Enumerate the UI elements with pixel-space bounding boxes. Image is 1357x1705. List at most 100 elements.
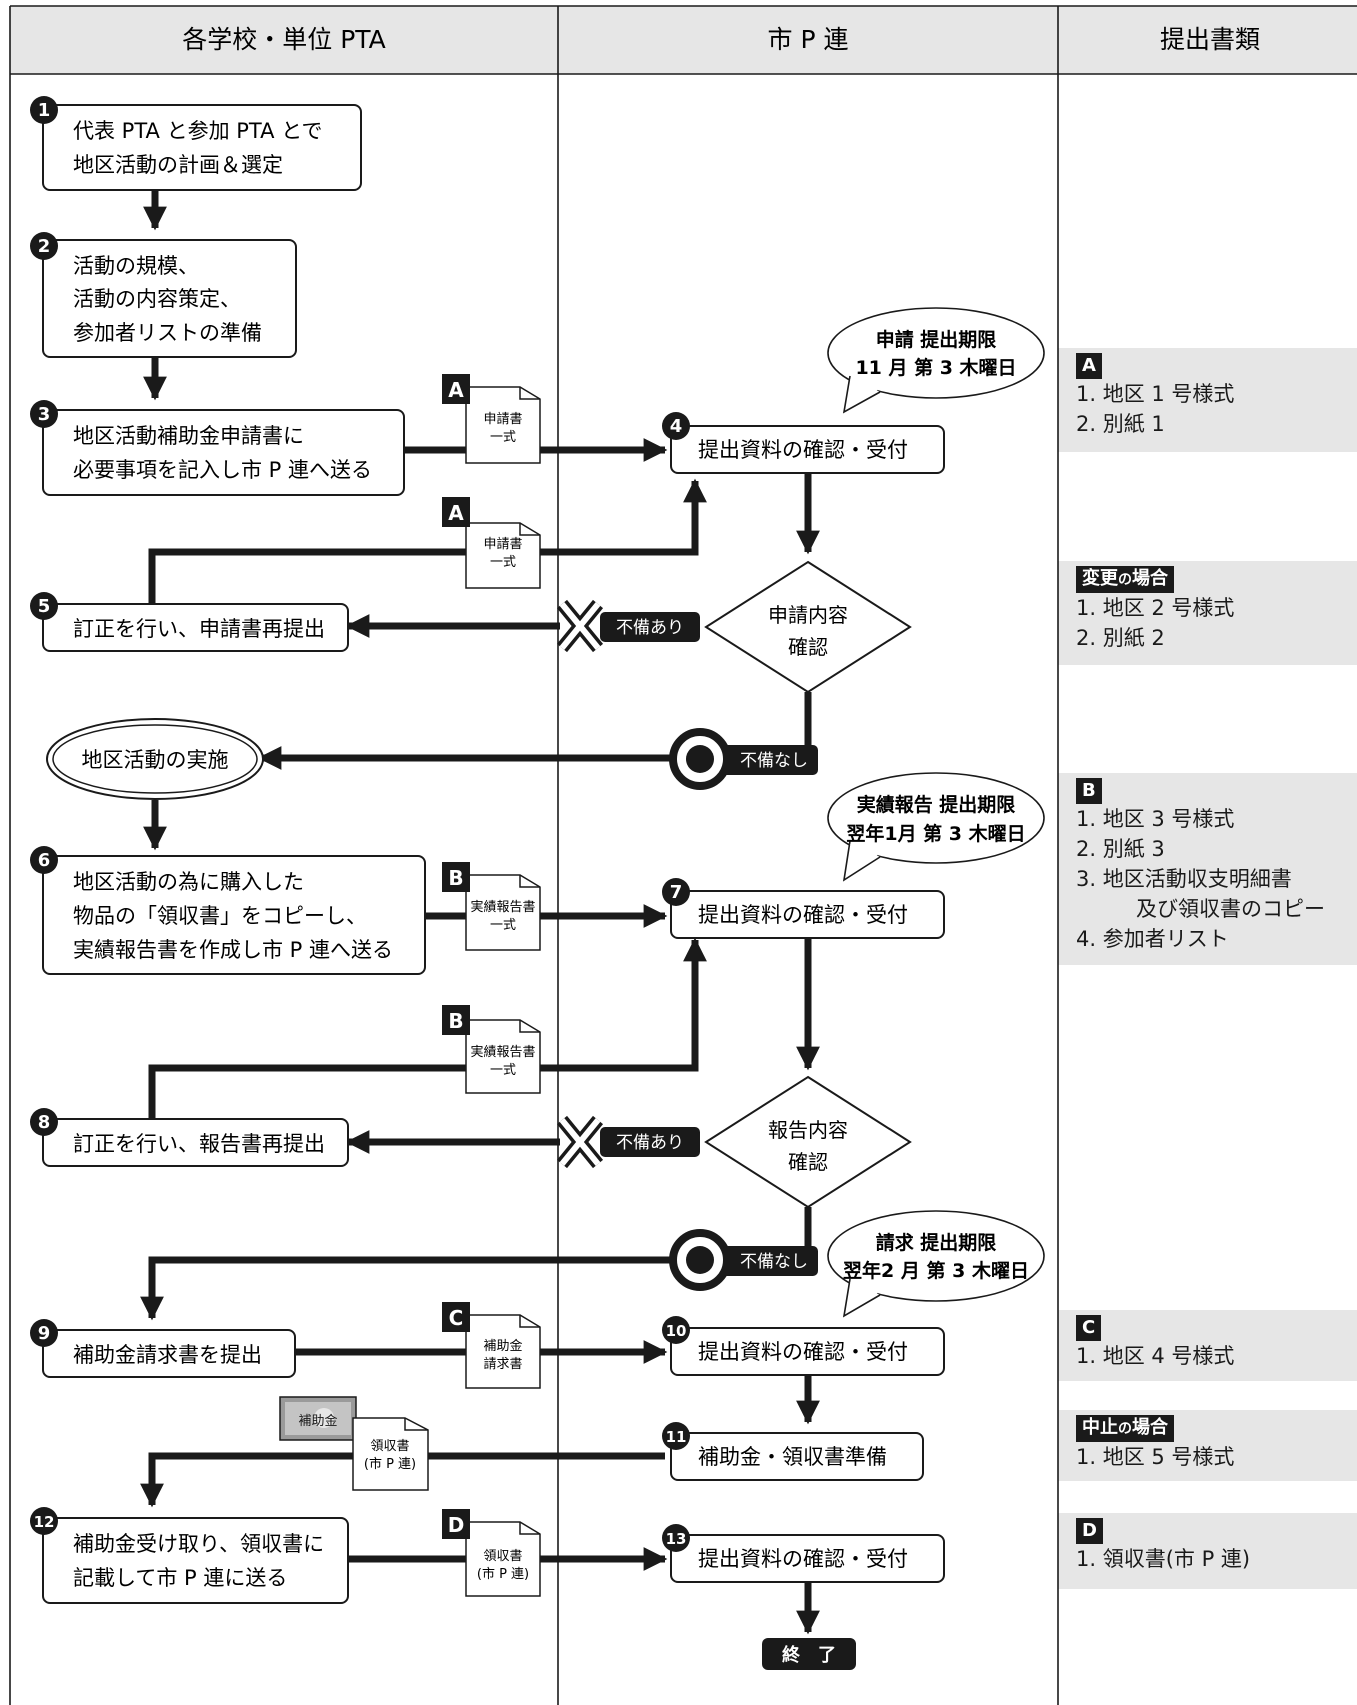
step7-box: [670, 890, 945, 939]
panel-b-item: 2. 別紙 3: [1076, 837, 1165, 861]
panel-b-item: 及び領収書のコピー: [1136, 897, 1325, 921]
col-header-city: 市 P 連: [768, 25, 849, 54]
step13-text: 提出資料の確認・受付: [698, 1547, 908, 1571]
col-header-pta: 各学校・単位 PTA: [182, 25, 385, 54]
step11-text: 補助金・領収書準備: [698, 1445, 887, 1469]
badge-7: [662, 878, 690, 906]
svg-text:A: A: [448, 378, 464, 402]
panel-cancel: 中止の場合 1. 地区 5 号様式: [1076, 1411, 1234, 1472]
svg-text:9: 9: [38, 1323, 51, 1344]
implementation-text: 地区活動の実施: [82, 748, 229, 772]
panel-b: B 1. 地区 3 号様式 2. 別紙 3 3. 地区活動収支明細書 及び領収書…: [1076, 774, 1325, 954]
panel-change-item: 1. 地区 2 号様式: [1076, 596, 1235, 620]
svg-text:6: 6: [38, 850, 51, 871]
doc-report-1: B 実績報告書一式: [442, 862, 541, 951]
step9-box: [42, 1329, 296, 1378]
svg-text:12: 12: [34, 1513, 55, 1531]
decision-report-text: 報告内容確認: [768, 1118, 848, 1174]
step10-text: 提出資料の確認・受付: [698, 1340, 908, 1364]
badge-8: [30, 1108, 58, 1136]
panel-d-tag: D: [1076, 1518, 1103, 1544]
ok-label-1-bg: [706, 745, 818, 775]
step1-box: [42, 104, 362, 191]
money-icon: 補助金: [279, 1396, 357, 1441]
step4-text: 提出資料の確認・受付: [698, 438, 908, 462]
ok-label-2-bg: [706, 1246, 818, 1276]
deadline-bubble-claim: 請求 提出期限翌年2 月 第 3 木曜日: [827, 1210, 1045, 1318]
ng-label-2-bg: [600, 1127, 700, 1157]
svg-text:C: C: [449, 1306, 464, 1330]
step-badges: 1 2 3 4 5 6 7 8 9 10 11 12 13: [30, 96, 690, 1552]
reject-mark-2: [556, 1115, 604, 1169]
col-header-docs: 提出書類: [1160, 25, 1260, 54]
panel-b-item: 4. 参加者リスト: [1076, 927, 1229, 951]
svg-text:実績報告 提出期限翌年1月 第 3 木曜日: 実績報告 提出期限翌年1月 第 3 木曜日: [846, 793, 1025, 845]
panel-d-bg: [1058, 1513, 1357, 1589]
svg-text:申請書一式: 申請書一式: [483, 537, 522, 570]
step2-text: 活動の規模、活動の内容策定、参加者リストの準備: [73, 254, 262, 345]
svg-text:11: 11: [666, 1428, 687, 1446]
svg-text:2: 2: [38, 236, 51, 257]
doc-receipt-2: D 領収書(市 P 連): [442, 1509, 541, 1597]
svg-text:10: 10: [666, 1322, 687, 1340]
ok-label-1: 不備なし: [740, 751, 808, 771]
decision-report: [704, 1075, 912, 1209]
step1-text: 代表 PTA と参加 PTA とで地区活動の計画＆選定: [73, 119, 323, 177]
svg-text:実績報告書一式: 実績報告書一式: [470, 899, 535, 933]
column-grid: [9, 5, 1357, 1705]
step6-box: [42, 855, 426, 975]
doc-application-2: A 申請書一式: [442, 497, 541, 589]
svg-text:13: 13: [666, 1530, 687, 1548]
svg-text:申請書一式: 申請書一式: [483, 412, 522, 445]
badge-2: [30, 232, 58, 260]
panel-c-item: 1. 地区 4 号様式: [1076, 1344, 1235, 1368]
panel-a: A 1. 地区 1 号様式 2. 別紙 1: [1076, 349, 1234, 439]
svg-text:領収書(市 P 連): 領収書(市 P 連): [477, 1548, 529, 1582]
panel-change-item: 2. 別紙 2: [1076, 626, 1165, 650]
step12-text: 補助金受け取り、領収書に記載して市 P 連に送る: [73, 1532, 324, 1590]
svg-text:領収書(市 P 連): 領収書(市 P 連): [364, 1438, 416, 1472]
panel-a-tag: A: [1076, 353, 1102, 379]
step7-text: 提出資料の確認・受付: [698, 903, 908, 927]
deadline-bubble-report: 実績報告 提出期限翌年1月 第 3 木曜日: [827, 772, 1045, 882]
svg-text:7: 7: [670, 882, 683, 903]
decision-application: [704, 560, 912, 694]
ng-label-1-bg: [600, 612, 700, 642]
svg-text:補助金請求書: 補助金請求書: [483, 1338, 522, 1372]
panel-c: C 1. 地区 4 号様式: [1076, 1311, 1234, 1371]
step13-box: [670, 1534, 945, 1583]
panel-a-bg: [1058, 348, 1357, 452]
panel-cancel-tag: 中止の場合: [1076, 1415, 1174, 1442]
panel-cancel-item: 1. 地区 5 号様式: [1076, 1445, 1235, 1469]
panel-b-item: 1. 地区 3 号様式: [1076, 807, 1235, 831]
badge-9: [30, 1319, 58, 1347]
svg-text:8: 8: [38, 1112, 51, 1133]
badge-11: [662, 1422, 690, 1450]
ok-label-2: 不備なし: [740, 1252, 808, 1272]
step3-text: 地区活動補助金申請書に必要事項を記入し市 P 連へ送る: [73, 424, 372, 482]
svg-text:5: 5: [38, 596, 51, 617]
badge-10: [662, 1316, 690, 1344]
badge-12: [30, 1507, 58, 1535]
end-terminal: [762, 1638, 856, 1670]
svg-text:D: D: [448, 1513, 465, 1537]
svg-text:B: B: [448, 866, 463, 890]
badge-5: [30, 592, 58, 620]
step2-box: [42, 239, 297, 358]
step8-text: 訂正を行い、報告書再提出: [73, 1132, 325, 1156]
panel-a-item: 2. 別紙 1: [1076, 412, 1165, 436]
panel-b-item: 3. 地区活動収支明細書: [1076, 867, 1292, 891]
badge-3: [30, 400, 58, 428]
badge-4: [662, 412, 690, 440]
svg-text:実績報告書一式: 実績報告書一式: [470, 1044, 535, 1078]
panel-b-tag: B: [1076, 778, 1102, 804]
panel-change-tag: 変更の場合: [1076, 566, 1174, 593]
connectors: [140, 190, 820, 1635]
panel-b-bg: [1058, 773, 1357, 965]
panel-c-tag: C: [1076, 1315, 1102, 1341]
svg-text:補助金: 補助金: [298, 1413, 337, 1429]
header-band: [10, 6, 1357, 74]
